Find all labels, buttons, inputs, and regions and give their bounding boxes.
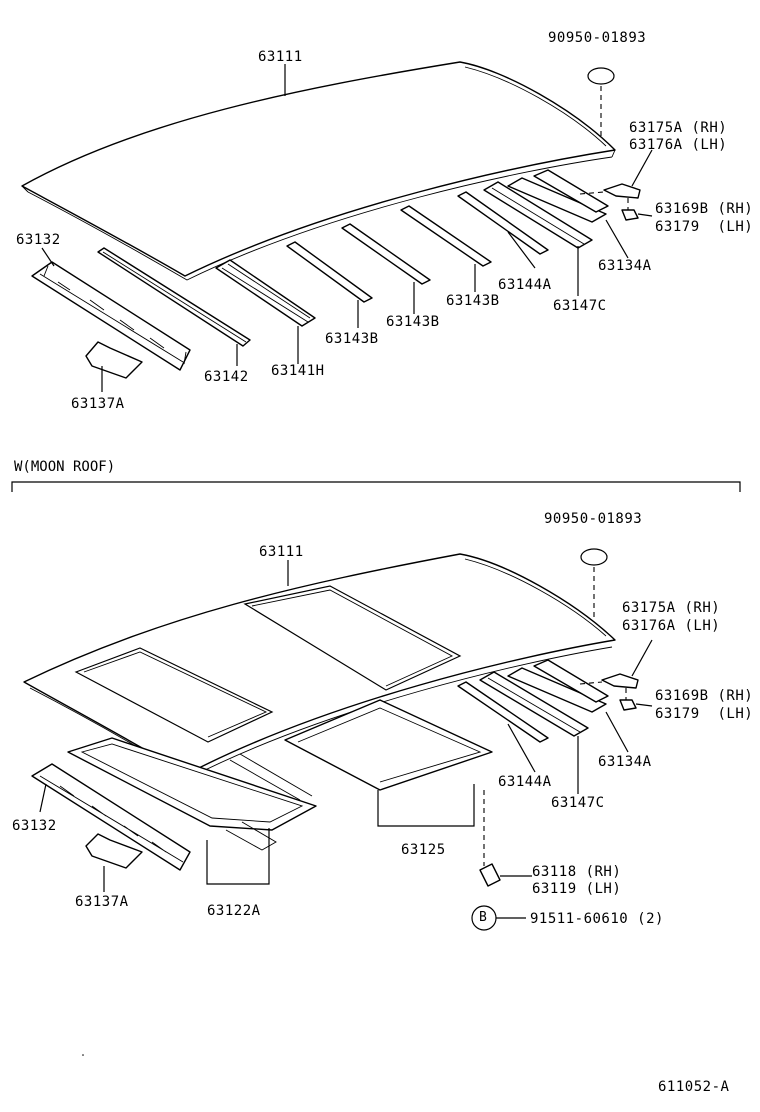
label-63143b-3: 63143B <box>325 331 379 347</box>
label-63179-moonroof: 63179 (LH) <box>655 706 754 722</box>
bracket-63175a-moonroof <box>601 673 639 689</box>
label-63132-top: 63132 <box>16 232 61 248</box>
front-header-63132 <box>31 261 191 371</box>
label-63119: 63119 (LH) <box>532 881 622 897</box>
label-63125: 63125 <box>401 842 446 858</box>
bracket-63118 <box>479 863 501 887</box>
label-63141h: 63141H <box>271 363 325 379</box>
label-63143b-2: 63143B <box>386 314 440 330</box>
front-opening <box>243 585 462 691</box>
bow-63144a <box>457 191 549 255</box>
label-63132-moonroof: 63132 <box>12 818 57 834</box>
label-63137a-moonroof: 63137A <box>75 894 129 910</box>
rear-opening <box>74 647 274 743</box>
label-63111-top: 63111 <box>258 49 303 65</box>
top-roof-assembly <box>21 61 653 392</box>
label-91511: 91511-60610 (2) <box>530 911 664 927</box>
label-63169b-moonroof: 63169B (RH) <box>655 688 754 704</box>
frame-63125 <box>284 699 493 791</box>
label-63137a-top: 63137A <box>71 396 125 412</box>
plug-moonroof <box>580 548 608 566</box>
label-63118: 63118 (RH) <box>532 864 622 880</box>
moonroof-front-header-63132 <box>31 763 191 871</box>
label-63147c-top: 63147C <box>553 298 607 314</box>
label-63134a-top: 63134A <box>598 258 652 274</box>
label-63134a-moonroof: 63134A <box>598 754 652 770</box>
stray-dot <box>82 1054 84 1056</box>
label-plug-top: 90950-01893 <box>548 30 647 46</box>
clip-63169b-top <box>621 209 639 221</box>
bow-63143b-a <box>286 241 373 303</box>
section-title-moonroof: W(MOON ROOF) <box>14 459 116 475</box>
label-63111-moonroof: 63111 <box>259 544 304 560</box>
reinforcement-63122a <box>67 737 317 851</box>
label-63144a-moonroof: 63144A <box>498 774 552 790</box>
label-ref-b: B <box>479 910 488 925</box>
clip-63169b-moonroof <box>619 699 637 711</box>
moonroof-assembly <box>23 548 653 931</box>
section-bracket <box>11 481 741 492</box>
label-63176a-top: 63176A (LH) <box>629 137 728 153</box>
bow-63147c <box>483 181 593 249</box>
moonroof-bow-63147c <box>479 671 589 737</box>
moonroof-bow-63144a <box>457 681 549 743</box>
rail-63134a <box>507 169 609 223</box>
label-plug-moonroof: 90950-01893 <box>544 511 643 527</box>
moonroof-rail-63134a <box>507 659 609 713</box>
label-63147c-moonroof: 63147C <box>551 795 605 811</box>
label-63176a-moonroof: 63176A (LH) <box>622 618 721 634</box>
label-63143b-1: 63143B <box>446 293 500 309</box>
bracket-63175a-top <box>603 183 641 199</box>
diagram-code: 611052-A <box>658 1079 730 1095</box>
label-63175a-top: 63175A (RH) <box>629 120 728 136</box>
label-63142: 63142 <box>204 369 249 385</box>
bow-63142 <box>97 247 251 347</box>
bow-63143b-c <box>400 205 492 267</box>
bow-63141h <box>215 259 316 327</box>
label-63175a-moonroof: 63175A (RH) <box>622 600 721 616</box>
label-63144a-top: 63144A <box>498 277 552 293</box>
label-63169b-top: 63169B (RH) <box>655 201 754 217</box>
bracket-63137a <box>85 341 143 379</box>
label-63122a: 63122A <box>207 903 261 919</box>
bow-63143b-b <box>341 223 431 285</box>
moonroof-bracket-63137a <box>85 833 143 869</box>
plug-top <box>587 67 615 85</box>
label-63179-top: 63179 (LH) <box>655 219 754 235</box>
